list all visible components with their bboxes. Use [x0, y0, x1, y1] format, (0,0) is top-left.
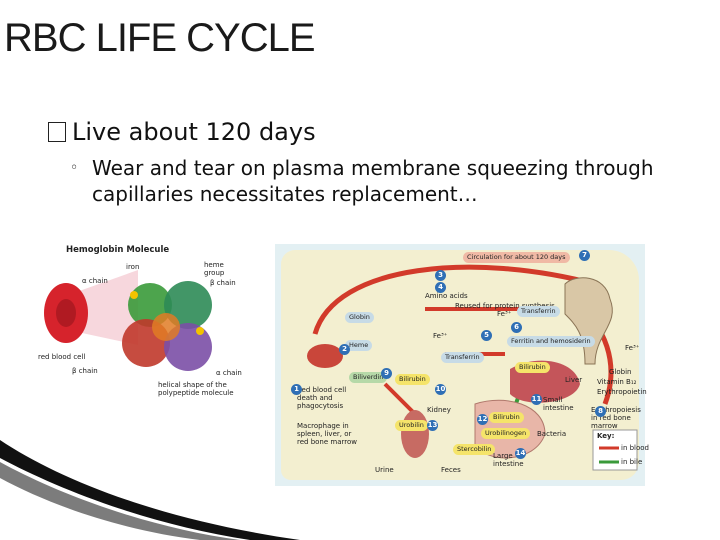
bullet-lifespan: Live about 120 days [48, 118, 316, 146]
label-fe3-c: Fe³⁺ [625, 344, 640, 352]
key-title: Key: [597, 432, 615, 440]
label-transferrin-mid: Transferrin [441, 352, 484, 363]
label-erythropoiesis: Erythropoiesis in red bone marrow [591, 406, 641, 430]
label-liver: Liver [565, 376, 583, 384]
label-biliverdin: Biliverdin [349, 372, 388, 383]
hemoglobin-heading: Hemoglobin Molecule [66, 245, 170, 255]
step-9: 9 [381, 368, 392, 379]
step-7: 7 [579, 250, 590, 261]
step-10: 10 [435, 384, 446, 395]
bullet-box-icon [48, 122, 66, 142]
label-heme-group: heme group [204, 261, 225, 277]
label-large-intestine: Large intestine [493, 452, 524, 468]
label-globin: Globin [345, 312, 374, 323]
step-8: 8 [595, 406, 606, 417]
step-14: 14 [515, 448, 526, 459]
rbc-cell-icon [307, 344, 343, 368]
label-fe3-b: Fe³⁺ [433, 332, 448, 340]
label-ferritin: Ferritin and hemosiderin [507, 336, 595, 347]
label-amino-acids: Amino acids [425, 292, 468, 300]
step-4: 4 [435, 282, 446, 293]
bullet-wear-text: Wear and tear on plasma membrane squeezi… [92, 156, 654, 206]
label-rbc-death: Red blood cell death and phagocytosis [297, 386, 347, 410]
step-1: 1 [291, 384, 302, 395]
label-alpha-chain-bottom: α chain [216, 369, 242, 377]
bone-icon [564, 277, 613, 365]
label-vitamin: Vitamin B₁₂ [597, 378, 637, 386]
hemoglobin-illustration [44, 270, 212, 371]
sub-bullet-icon: ◦ [70, 160, 79, 176]
label-bilirubin-c: Bilirubin [489, 412, 524, 423]
label-iron: iron [126, 263, 140, 271]
label-transferrin-top: Transferrin [517, 306, 560, 317]
step-2: 2 [339, 344, 350, 355]
label-globin-right: Globin [609, 368, 632, 376]
key-in-bile: in bile [621, 458, 643, 466]
bullet-wear: ◦ Wear and tear on plasma membrane squee… [70, 155, 670, 207]
decorative-swoosh [0, 440, 300, 540]
key-in-blood: in blood [621, 444, 650, 452]
label-circulation: Circulation for about 120 days [463, 252, 570, 263]
label-feces: Feces [441, 466, 461, 474]
label-bilirubin-b: Bilirubin [395, 374, 430, 385]
label-beta-chain-bottom: β chain [72, 367, 98, 375]
circulation-arrow [312, 264, 596, 335]
label-fe3-a: Fe³⁺ [497, 310, 512, 318]
label-bilirubin-a: Bilirubin [515, 362, 550, 373]
kidney-icon [401, 410, 429, 458]
step-5: 5 [481, 330, 492, 341]
label-urine: Urine [375, 466, 394, 474]
step-13: 13 [427, 420, 438, 431]
label-stercobilin: Stercobilin [453, 444, 496, 455]
label-urobilin: Urobilin [395, 420, 428, 431]
label-reused: Reused for protein synthesis [455, 302, 555, 310]
label-bacteria: Bacteria [537, 430, 567, 438]
label-urobilinogen: Urobilinogen [481, 428, 531, 439]
step-11: 11 [531, 394, 542, 405]
step-3: 3 [435, 270, 446, 281]
label-heme: Heme [345, 340, 373, 351]
iron-atom [130, 291, 138, 299]
step-12: 12 [477, 414, 488, 425]
step-6: 6 [511, 322, 522, 333]
bullet-lifespan-text: Live about 120 days [72, 118, 316, 146]
label-red-blood-cell: red blood cell [38, 353, 86, 361]
label-macrophage: Macrophage in spleen, liver, or red bone… [297, 422, 357, 446]
label-alpha-chain-top: α chain [82, 277, 108, 285]
slide-title: RBC LIFE CYCLE [4, 16, 316, 60]
hemoglobin-figure: Hemoglobin Molecule iron heme group β ch… [38, 235, 253, 405]
label-helical: helical shape of the polypeptide molecul… [158, 381, 234, 397]
label-beta-chain-top: β chain [210, 279, 236, 287]
label-small-intestine: Small intestine [543, 396, 574, 412]
label-kidney: Kidney [427, 406, 451, 414]
cycle-figure: Circulation for about 120 days Globin He… [275, 244, 649, 486]
label-erythropoietin: Erythropoietin [597, 388, 647, 396]
